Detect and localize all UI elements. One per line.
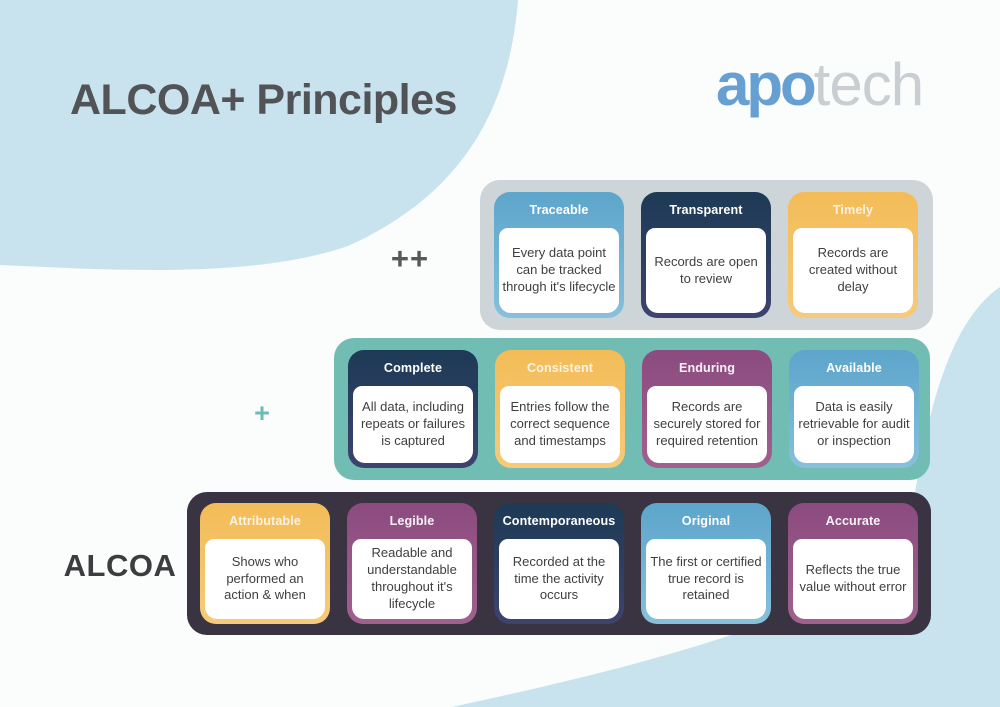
card-legible: Legible Readable and understandable thro… [347, 503, 477, 624]
card-title: Consistent [526, 361, 594, 375]
card-accurate: Accurate Reflects the true value without… [788, 503, 918, 624]
card-body: Records are securely stored for required… [647, 386, 767, 463]
card-available: Available Data is easily retrievable for… [789, 350, 919, 468]
card-text: Data is easily retrievable for audit or … [798, 399, 910, 448]
background-blob-top-left [0, 0, 518, 271]
logo-part-apo: apo [716, 51, 817, 118]
card-text: Records are created without delay [808, 245, 898, 294]
card-body: Data is easily retrievable for audit or … [794, 386, 914, 463]
card-text: Readable and understandable throughout i… [367, 545, 457, 611]
card-title: Legible [389, 514, 435, 528]
card-text: Recorded at the time the activity occurs [512, 553, 606, 603]
card-original: Original The first or certified true rec… [641, 503, 771, 624]
card-title: Attributable [229, 514, 301, 528]
card-title: Enduring [678, 361, 736, 375]
card-transparent: Transparent Records are open to review [641, 192, 771, 318]
card-body: Readable and understandable throughout i… [352, 539, 472, 619]
card-title: Original [681, 514, 731, 528]
card-body: Records are open to review [646, 228, 766, 313]
card-title: Available [826, 361, 882, 375]
card-body: Recorded at the time the activity occurs [499, 539, 619, 619]
card-attributable: Attributable Shows who performed an acti… [200, 503, 330, 624]
card-traceable: Traceable Every data point can be tracke… [494, 192, 624, 318]
card-text: Records are securely stored for required… [653, 399, 761, 448]
card-title: Complete [383, 361, 443, 375]
card-text: Entries follow the correct sequence and … [510, 399, 610, 448]
row-plus: Complete All data, including repeats or … [334, 338, 930, 480]
card-body: The first or certified true record is re… [646, 539, 766, 619]
card-title: Traceable [529, 203, 589, 217]
page-title: ALCOA+ Principles [70, 76, 457, 124]
card-contemporaneous: Contemporaneous Recorded at the time the… [494, 503, 624, 624]
logo-part-tech: tech [813, 51, 924, 118]
row-label-plus: + [254, 398, 270, 428]
card-body: Records are created without delay [793, 228, 913, 313]
card-body: Reflects the true value without error [793, 539, 913, 619]
row-alcoa: Attributable Shows who performed an acti… [187, 492, 931, 635]
card-text: Shows who performed an action & when [224, 553, 306, 603]
card-body: Shows who performed an action & when [205, 539, 325, 619]
card-text: The first or certified true record is re… [650, 553, 762, 603]
card-body: Every data point can be tracked through … [499, 228, 619, 313]
card-text: Records are open to review [654, 253, 758, 286]
row-label-alcoa: ALCOA [63, 548, 177, 583]
card-title: Contemporaneous [502, 514, 616, 528]
card-text: Reflects the true value without error [799, 562, 907, 594]
row-plus-plus: Traceable Every data point can be tracke… [480, 180, 933, 330]
card-text: Every data point can be tracked through … [502, 245, 616, 294]
card-body: All data, including repeats or failures … [353, 386, 473, 463]
apotech-logo: apotech [716, 55, 924, 115]
card-consistent: Consistent Entries follow the correct se… [495, 350, 625, 468]
card-text: All data, including repeats or failures … [360, 399, 466, 448]
card-body: Entries follow the correct sequence and … [500, 386, 620, 463]
row-label-plus-plus: ++ [390, 241, 430, 276]
card-title: Accurate [825, 514, 881, 528]
card-title: Transparent [669, 203, 743, 217]
card-enduring: Enduring Records are securely stored for… [642, 350, 772, 468]
card-timely: Timely Records are created without delay [788, 192, 918, 318]
card-complete: Complete All data, including repeats or … [348, 350, 478, 468]
card-title: Timely [832, 203, 874, 217]
